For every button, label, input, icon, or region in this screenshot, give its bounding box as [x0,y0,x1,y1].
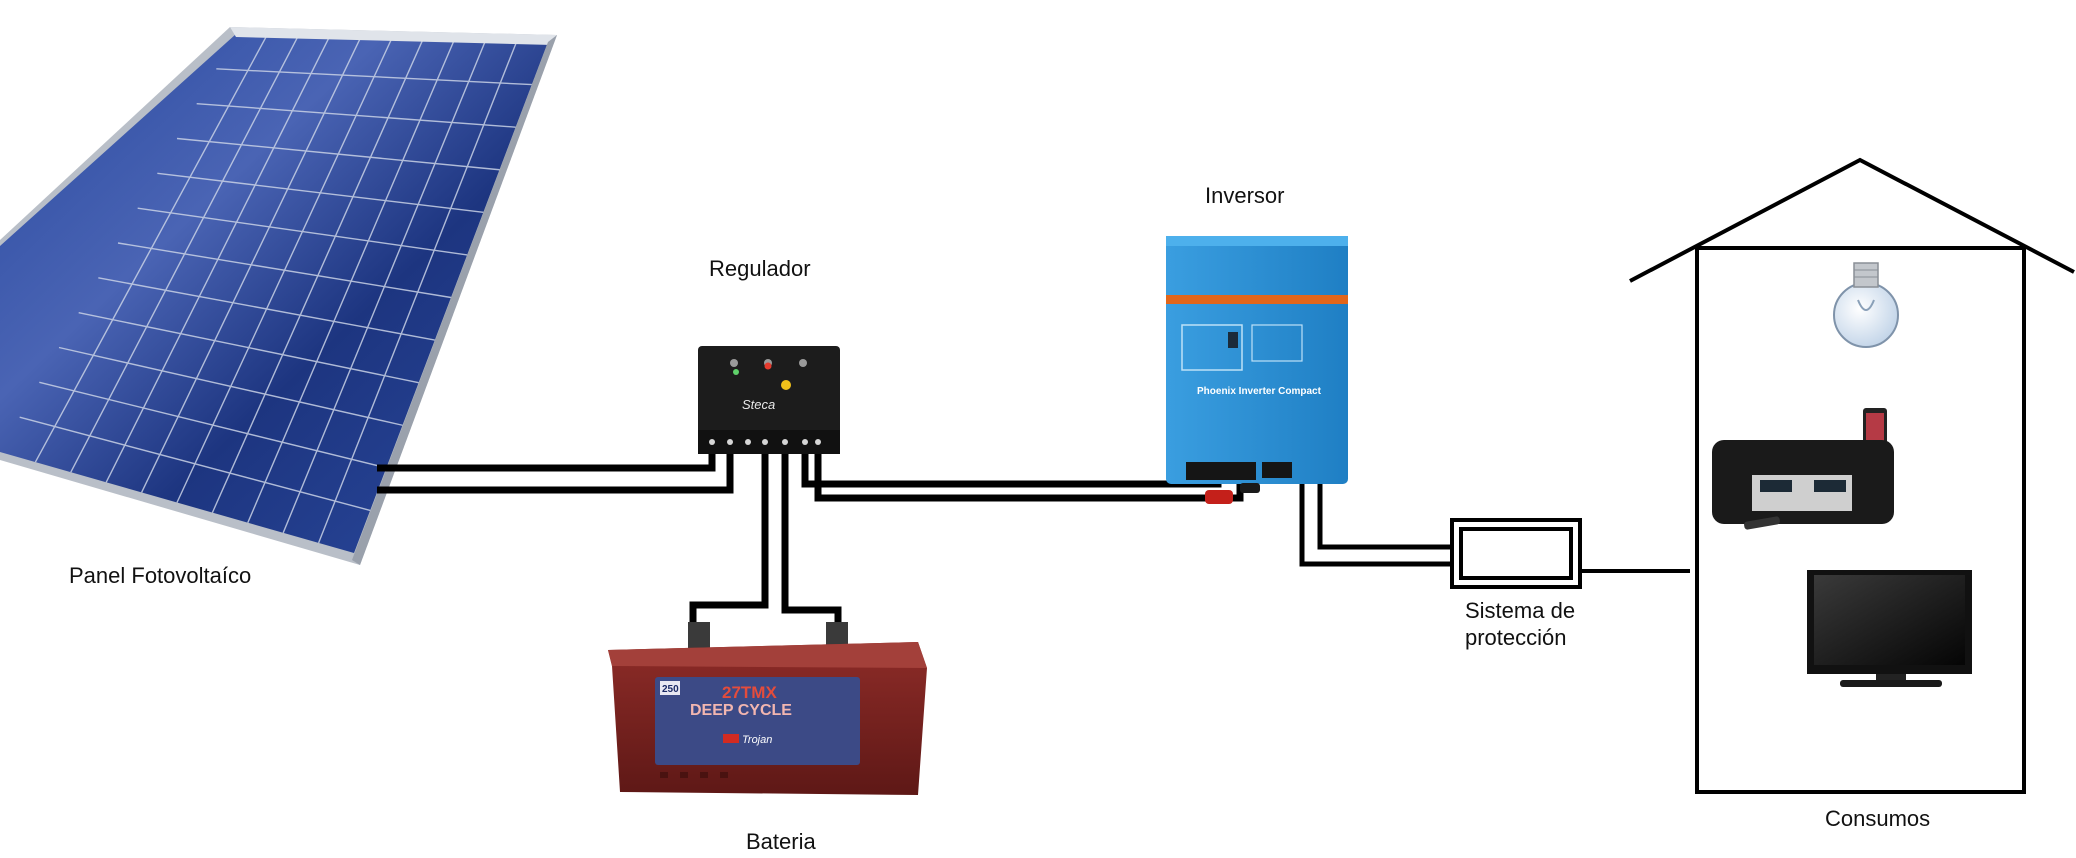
regulator-label: Regulador [709,256,811,281]
protection-box [1450,518,1582,589]
panel-label: Panel Fotovoltaíco [69,563,252,588]
battery-label: Bateria [746,829,816,854]
battery-brand-label: Trojan [742,734,772,746]
stereo-system-icon [1712,408,1894,530]
protection-label-line-2: protección [1465,625,1567,650]
inverter-device-icon: Phoenix Inverter Compact [1166,236,1348,504]
solar-panel-icon [0,27,557,565]
battery-icon: 250 27TMX DEEP CYCLE Trojan [608,622,927,795]
battery-line-label: DEEP CYCLE [690,702,792,719]
battery-model-label: 27TMX [722,683,777,702]
inverter-label: Inversor [1205,183,1285,208]
light-bulb-icon [1833,262,1899,348]
consumption-label: Consumos [1825,806,1931,831]
battery-badge: 250 [662,684,679,695]
television-icon [1807,570,1972,687]
house-outline [1629,157,2075,794]
protection-label: Sistema de protección [1465,597,1575,651]
inverter-model-label: Phoenix Inverter Compact [1197,386,1322,397]
regulator-brand: Steca [742,397,775,412]
protection-label-line-1: Sistema de [1465,598,1576,623]
regulator-device-icon: Steca [698,346,840,454]
